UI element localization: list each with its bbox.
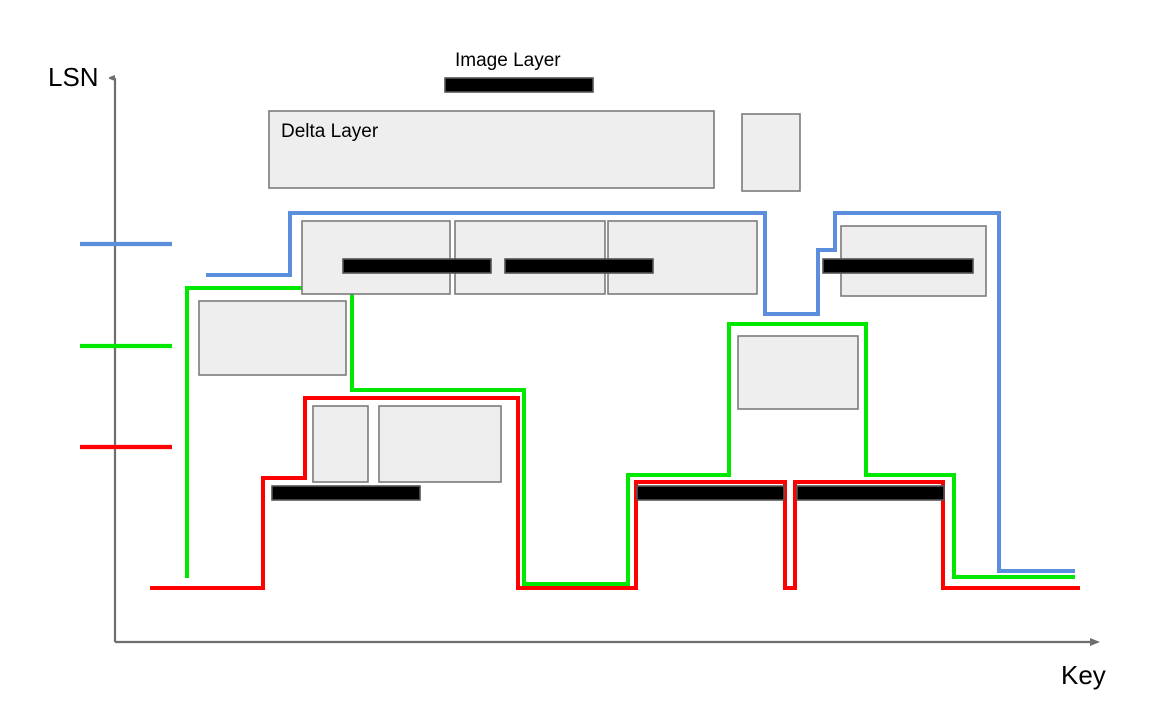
blue-box-3 xyxy=(607,220,758,295)
blue-box-1 xyxy=(301,220,451,295)
blue-box-2 xyxy=(454,220,606,295)
red-box-2 xyxy=(378,405,502,483)
axes xyxy=(115,78,1100,646)
green-box-right xyxy=(737,335,859,410)
delta-layer-box xyxy=(268,110,715,189)
green-box-left xyxy=(198,300,347,376)
image-layer-bar xyxy=(444,77,594,93)
delta-layer-box-right xyxy=(741,113,801,192)
red-box-1 xyxy=(312,405,369,483)
branch-lines xyxy=(150,211,1080,590)
red-branch-line xyxy=(150,396,1080,590)
y-axis-label: LSN xyxy=(48,62,99,92)
image-layer-label: Image Layer xyxy=(455,50,561,71)
image-layer-bars xyxy=(271,77,974,501)
lsn-level-ticks xyxy=(80,241,172,450)
blue-bar-2 xyxy=(504,258,654,274)
red-bar-2 xyxy=(636,485,785,501)
layer-boxes xyxy=(198,110,987,483)
delta-layer-label: Delta Layer xyxy=(281,121,379,142)
blue-branch-line xyxy=(206,211,1075,573)
red-bar-3 xyxy=(796,485,945,501)
green-branch-line xyxy=(185,286,1075,586)
blue-bar-3 xyxy=(822,258,974,274)
red-bar-1 xyxy=(271,485,421,501)
x-axis-label: Key xyxy=(1061,660,1106,690)
blue-bar-1 xyxy=(342,258,492,274)
